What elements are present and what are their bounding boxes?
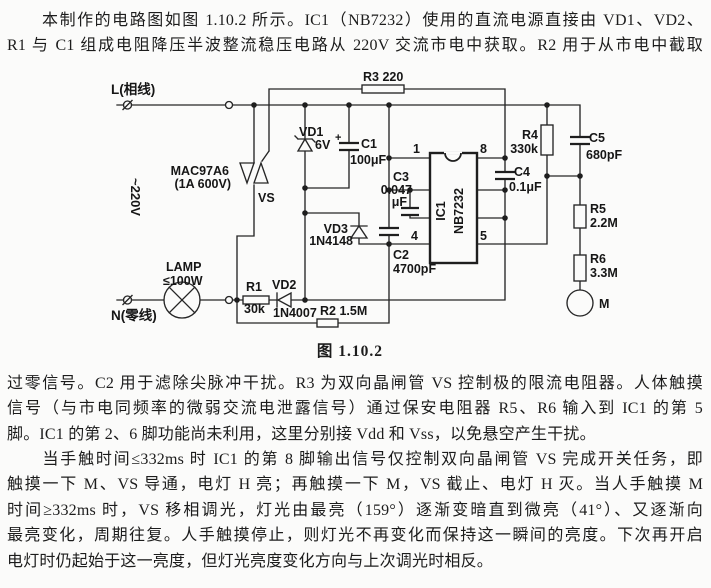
- label-vd2-value: 1N4007: [273, 306, 317, 320]
- label-c2-ref: C2: [393, 248, 409, 262]
- capacitor-c3: [401, 206, 419, 216]
- book-page: 本制作的电路图如图 1.10.2 所示。IC1（NB7232）使用的直流电源直接…: [7, 8, 703, 574]
- label-r4-value: 330k: [510, 142, 538, 156]
- capacitor-c4: [495, 170, 515, 180]
- label-pin-1: 1: [413, 142, 420, 156]
- zener-vd1-symbol: [294, 134, 316, 152]
- label-mains-voltage: ~220V: [128, 178, 143, 216]
- paragraph: 本制作的电路图如图 1.10.2 所示。IC1（NB7232）使用的直流电源直接…: [7, 8, 703, 59]
- circuit-diagram: L(相线) N(零线) ~220V LAMP≤100W MAC97A6(1A 600V)…: [111, 70, 622, 328]
- label-ic-ref: IC1: [434, 201, 448, 221]
- touch-electrode-symbol: [566, 289, 594, 317]
- label-c1-value: 100μF: [350, 153, 387, 167]
- label-c4-value: 0.1μF: [509, 180, 542, 194]
- label-triac-rating: (1A 600V): [174, 177, 231, 191]
- capacitor-c5: [570, 135, 590, 145]
- paragraph: 过零信号。C2 用于滤除尖脉冲干扰。R3 为双向晶闸管 VS 控制极的限流电阻器…: [7, 371, 703, 447]
- label-r4-ref: R4: [522, 128, 538, 142]
- label-c3-value: 0.047: [381, 183, 412, 197]
- paragraph: 当手触时间≤332ms 时 IC1 的第 8 脚输出信号仅控制双向晶闸管 VS …: [7, 447, 703, 574]
- neutral-terminal: [122, 294, 133, 306]
- body-text-line: 电灯时仍起始于这一亮度，但灯光亮度变化方向与上次调光时相反。: [7, 552, 494, 570]
- body-text-line: 触摸一下 M、VS 导通，电灯 H 亮；再触摸一下 M，VS 截止、电灯 H 灭…: [7, 476, 703, 494]
- body-text-line: 本制作的电路图如图 1.10.2 所示。IC1（NB7232）使用的直流电源直接…: [7, 12, 703, 29]
- label-vd1-value: 6V: [315, 138, 331, 152]
- diode-vd2-symbol: [276, 291, 292, 308]
- label-neutral-terminal: N(零线): [111, 307, 157, 323]
- label-pin-4: 4: [411, 229, 418, 243]
- label-vd3-value: 1N4148: [309, 234, 353, 248]
- label-ic-part: NB7232: [452, 188, 466, 234]
- label-r1-ref: R1: [246, 280, 262, 294]
- resistor-r1: [242, 295, 270, 305]
- label-touch-electrode: M: [599, 297, 609, 311]
- label-r1-value: 30k: [244, 302, 265, 316]
- lamp-symbol: [163, 281, 201, 319]
- line-terminal: [122, 99, 133, 111]
- label-vd1-ref: VD1: [299, 125, 323, 139]
- resistor-r6: [573, 254, 587, 282]
- connector-top-icon: [224, 100, 234, 109]
- body-text-line: 最亮变化，周期往复。人手触摸停止，则灯光不再变化而保持这一瞬间的亮度。下次再开启: [7, 527, 703, 545]
- label-r6-value: 3.3M: [590, 266, 618, 280]
- schematic-labels: L(相线) N(零线) ~220V LAMP≤100W MAC97A6(1A 600V)…: [111, 70, 622, 323]
- label-c2-value: 4700pF: [393, 262, 436, 276]
- triac-symbol: [239, 160, 269, 185]
- label-c3-unit: μF: [392, 195, 408, 209]
- diode-vd3-symbol: [349, 224, 369, 239]
- junction-dots: [234, 102, 583, 303]
- resistor-r3: [361, 84, 405, 94]
- capacitor-c2: [379, 226, 399, 236]
- figure-caption: 图 1.10.2: [316, 342, 384, 360]
- resistor-r4: [540, 124, 554, 156]
- body-text-line: R1 与 C1 组成电阻降压半波整流稳压电路从 220V 交流市电中获取。R2 …: [7, 37, 703, 55]
- label-c4-ref: C4: [514, 165, 530, 179]
- capacitor-c1: [339, 141, 359, 151]
- label-c3-ref: C3: [393, 170, 409, 184]
- label-pin-8: 8: [480, 142, 487, 156]
- label-r5-ref: R5: [590, 202, 606, 216]
- body-text-line: 脚。IC1 的第 2、6 脚功能尚未利用，这里分别接 Vdd 和 Vss，以免悬…: [7, 425, 596, 443]
- body-text-line: 时间≥332ms 时，VS 移相调光，灯光由最亮（159°）逐渐变暗直到微亮（4…: [7, 501, 703, 519]
- label-lamp-rating: ≤100W: [163, 274, 203, 288]
- label-r6-ref: R6: [590, 252, 606, 266]
- resistor-r2: [316, 318, 339, 328]
- label-triac-part: MAC97A6: [171, 164, 229, 178]
- label-vd3-ref: VD3: [324, 222, 348, 236]
- label-triac-ref: VS: [258, 191, 275, 205]
- label-c1-ref: C1: [361, 137, 377, 151]
- label-c5-value: 680pF: [586, 148, 622, 162]
- label-lamp-name: LAMP: [166, 260, 201, 274]
- figure: L(相线) N(零线) ~220V LAMP≤100W MAC97A6(1A 600V)…: [7, 63, 703, 331]
- label-r2: R2 1.5M: [320, 304, 367, 318]
- body-text-line: 当手触时间≤332ms 时 IC1 的第 8 脚输出信号仅控制双向晶闸管 VS …: [7, 451, 703, 469]
- resistor-r5: [573, 204, 587, 229]
- body-text-line: 信号（与市电同频率的微弱交流电泄露信号）通过保安电阻器 R5、R6 输入到 IC…: [7, 400, 703, 418]
- wires: [116, 88, 581, 324]
- label-pin-5: 5: [480, 229, 487, 243]
- body-text-line: 过零信号。C2 用于滤除尖脉冲干扰。R3 为双向晶闸管 VS 控制极的限流电阻器…: [7, 374, 703, 392]
- label-c1-plus: +: [335, 132, 341, 144]
- label-line-terminal: L(相线): [111, 81, 155, 97]
- label-r5-value: 2.2M: [590, 216, 618, 230]
- label-vd2-ref: VD2: [272, 278, 296, 292]
- connector-bottom-icon: [224, 295, 234, 304]
- label-c5-ref: C5: [589, 131, 605, 145]
- ic-body: [428, 151, 479, 265]
- label-r3: R3 220: [363, 70, 403, 84]
